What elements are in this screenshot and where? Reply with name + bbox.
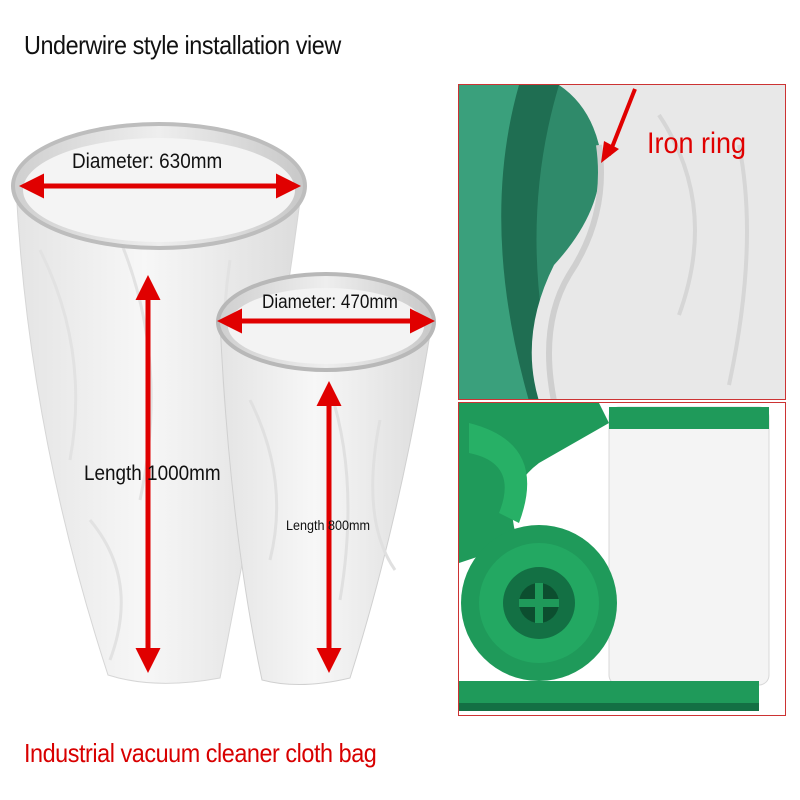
iron-ring-label: Iron ring [647,127,747,160]
product-caption: Industrial vacuum cleaner cloth bag [24,738,377,768]
small-length-label: Length 800mm [286,517,371,533]
large-length-label: Length 1000mm [84,462,221,485]
small-bag [216,272,436,685]
dust-collector-machine-photo [458,402,786,716]
iron-ring-arrow [607,88,637,156]
large-diameter-label: Diameter: 630mm [72,150,223,173]
page-title: Underwire style installation view [24,30,341,60]
bags-illustration [11,122,436,685]
small-diameter-label: Diameter: 470mm [262,292,398,313]
iron-ring-detail-photo: Iron ring [458,84,786,400]
